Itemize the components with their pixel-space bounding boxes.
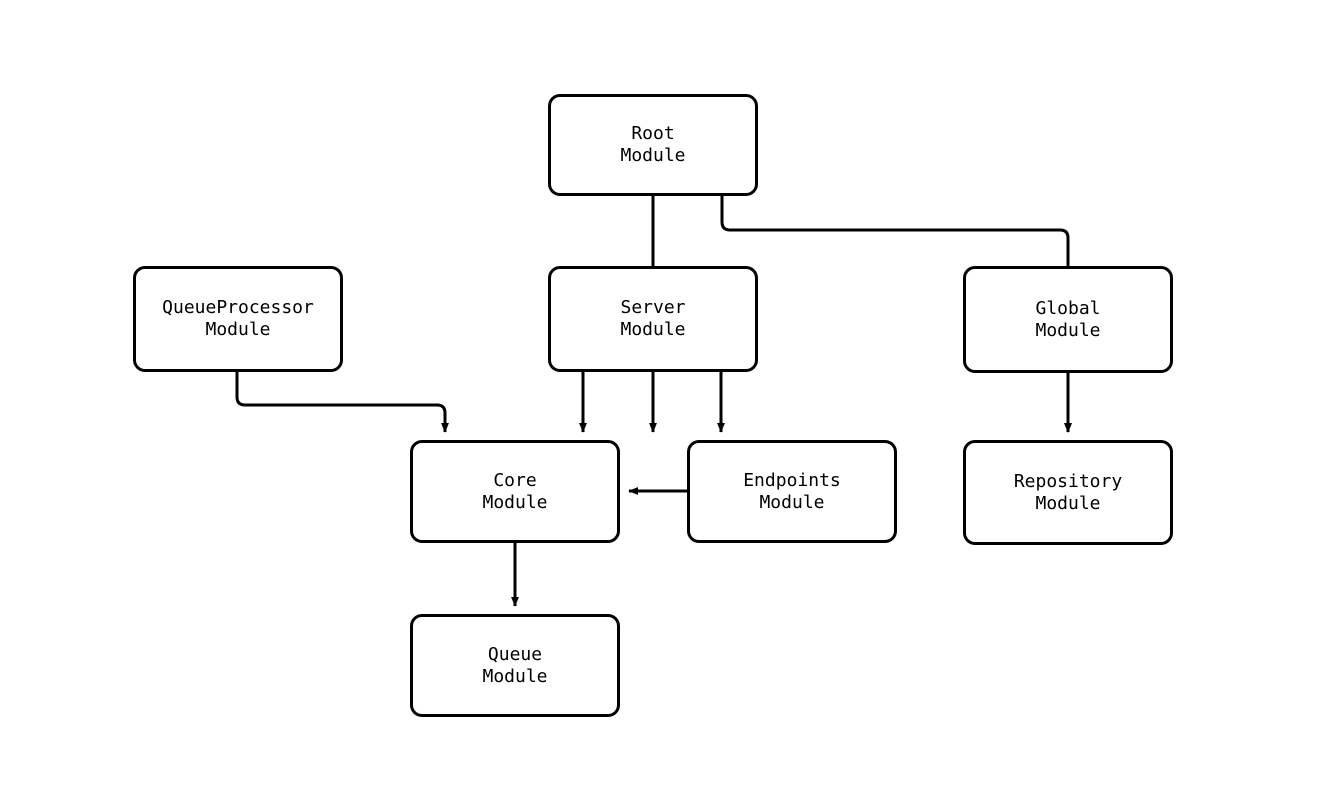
node-endpoints-module[interactable]: Endpoints Module [687,440,897,543]
node-core-module[interactable]: Core Module [410,440,620,543]
node-core-module-label: Core Module [482,469,548,513]
node-queue-module[interactable]: Queue Module [410,614,620,717]
node-queueprocessor-module[interactable]: QueueProcessor Module [133,266,343,372]
node-server-module-label: Server Module [620,297,686,340]
node-server-module[interactable]: Server Module [548,266,758,372]
node-global-module-label: Global Module [1035,297,1101,341]
edge-root-to-global [720,196,1072,433]
node-endpoints-module-label: Endpoints Module [743,469,841,513]
node-root-module[interactable]: Root Module [548,94,758,196]
node-global-module[interactable]: Global Module [963,266,1173,373]
edge-queueprocessor-to-core [235,372,449,433]
node-queue-module-label: Queue Module [482,643,548,687]
node-repository-module[interactable]: Repository Module [963,440,1173,545]
node-repository-module-label: Repository Module [1013,470,1123,514]
node-queueprocessor-module-label: QueueProcessor Module [162,297,314,340]
node-root-module-label: Root Module [620,123,686,166]
